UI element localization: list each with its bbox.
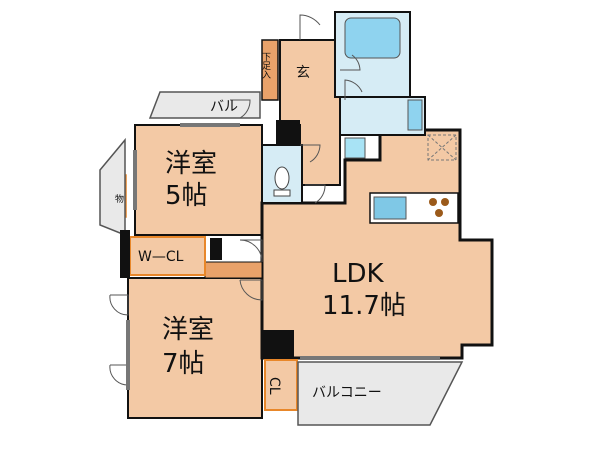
- bathtub: [344, 17, 401, 59]
- fridge-space: [427, 134, 457, 161]
- balcony-left: [99, 137, 126, 237]
- toilet: [274, 166, 290, 190]
- western-room-7-floor: [127, 277, 263, 419]
- ldk-floor: [260, 128, 494, 360]
- room-name-ldk: LDK: [332, 259, 385, 289]
- sink: [407, 99, 423, 131]
- door-swing: [239, 279, 263, 301]
- walk-in-closet-label: W—CL: [138, 249, 184, 265]
- door-swing: [109, 294, 129, 316]
- hall-strip: [204, 261, 263, 279]
- stove-burner: [441, 198, 449, 206]
- wall: [276, 120, 300, 145]
- shoe-storage-label: 下足入: [260, 52, 271, 79]
- door-swing: [300, 144, 321, 163]
- fridge-space: [427, 134, 457, 161]
- door-swing: [340, 54, 361, 71]
- room-size-western-7: 7帖: [162, 349, 205, 379]
- door-swing: [230, 99, 251, 119]
- wall: [262, 330, 294, 358]
- kitchen-sink: [373, 196, 407, 220]
- stove-burner: [429, 198, 437, 206]
- shoe-storage: [261, 39, 279, 101]
- door-swing: [239, 239, 263, 263]
- stove-burner: [435, 209, 443, 217]
- closet: [264, 359, 298, 411]
- balcony-main: [297, 361, 464, 426]
- balcony-small-label: バル: [210, 99, 238, 115]
- door-swing: [305, 184, 326, 204]
- door-swing: [299, 14, 321, 40]
- wall: [210, 238, 222, 260]
- room-name-western-5: 洋室: [165, 149, 217, 179]
- room-size-ldk: 11.7帖: [322, 291, 406, 321]
- balcony-small: [148, 91, 261, 119]
- closet-label: CL: [266, 377, 282, 395]
- balcony-label: バルコニー: [312, 385, 382, 401]
- fridge-space: [427, 134, 457, 161]
- door-swing: [344, 79, 363, 100]
- washer-pan: [344, 137, 366, 159]
- western-room-5-floor: [134, 124, 263, 236]
- wall: [120, 230, 130, 278]
- room-size-western-5: 5帖: [165, 181, 208, 211]
- room-name-western-7: 洋室: [162, 315, 214, 345]
- storage-label: 物: [115, 193, 124, 205]
- entrance-label: 玄: [296, 64, 310, 81]
- door-swing: [109, 364, 129, 386]
- toilet-tank: [273, 189, 291, 197]
